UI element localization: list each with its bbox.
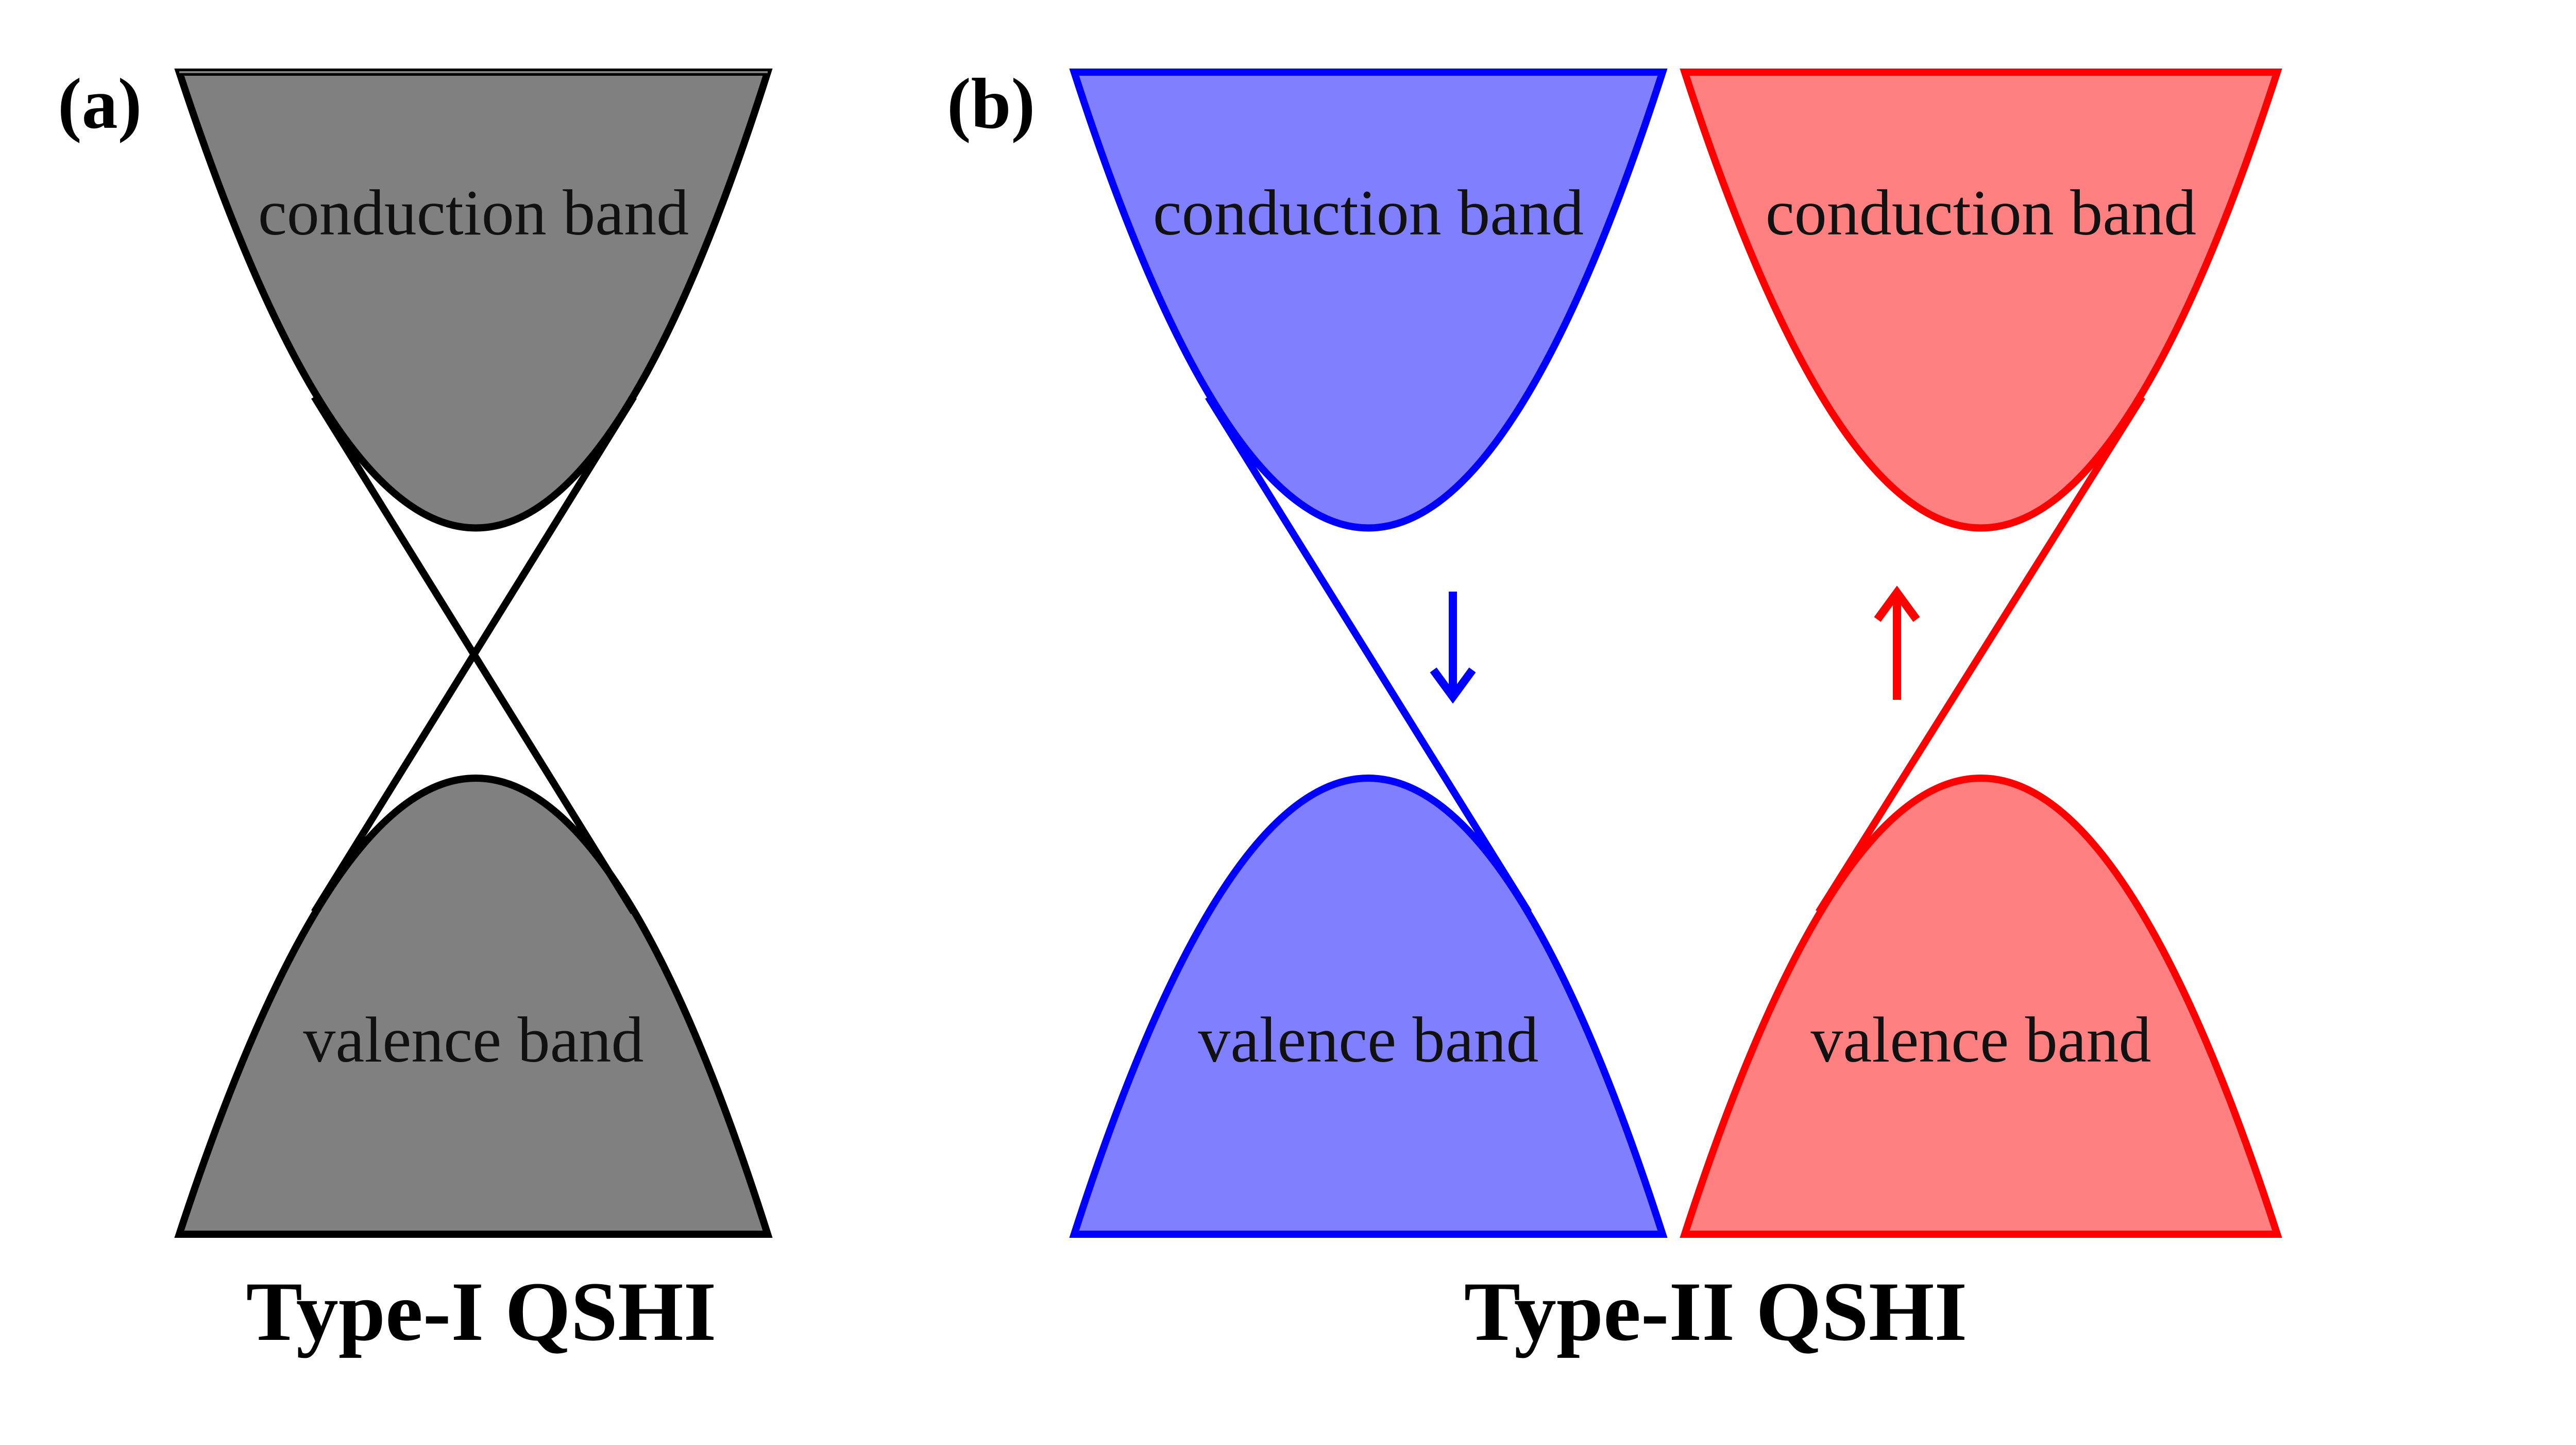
conduction-band-label-b-down: conduction band xyxy=(1153,177,1584,249)
panel-b-labels: (b) Type-II QSHI xyxy=(947,64,1967,1358)
edge-state-b-down xyxy=(1205,395,1532,914)
valence-band-label-a: valence band xyxy=(303,1004,643,1076)
conduction-band-b-up xyxy=(1680,69,2282,532)
conduction-band-b-down xyxy=(1069,69,1668,532)
panel-b-spin-down: conduction band valence band xyxy=(1069,69,1668,1238)
spin-up-arrow-icon xyxy=(1874,585,1920,700)
edge-state-a-2 xyxy=(311,395,637,914)
conduction-band-a xyxy=(174,69,773,532)
caption-type-2: Type-II QSHI xyxy=(1464,1265,1968,1358)
panel-label-a: (a) xyxy=(58,64,142,144)
valence-band-label-b-down: valence band xyxy=(1198,1004,1538,1076)
conduction-band-label-a: conduction band xyxy=(258,177,689,249)
caption-type-1: Type-I QSHI xyxy=(246,1265,717,1358)
valence-band-label-b-up: valence band xyxy=(1810,1004,2151,1076)
panel-a: conduction band valence band (a) Type-I … xyxy=(58,64,773,1358)
edge-state-b-up xyxy=(1816,395,2145,914)
spin-down-arrow-icon xyxy=(1430,592,1476,704)
panel-label-b: (b) xyxy=(947,64,1035,144)
panel-b-spin-up: conduction band valence band xyxy=(1680,69,2282,1238)
conduction-band-label-b-up: conduction band xyxy=(1766,177,2196,249)
